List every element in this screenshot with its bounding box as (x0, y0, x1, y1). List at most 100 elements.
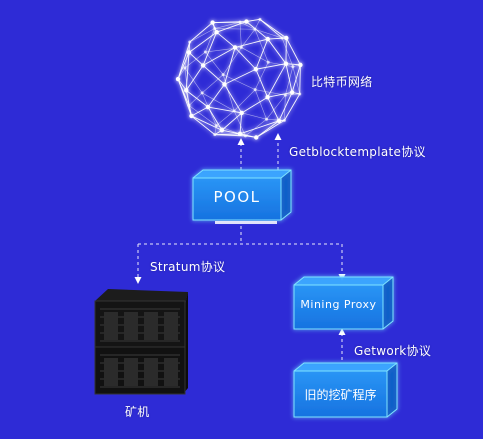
pool-box (192, 169, 292, 221)
globe-edge (221, 129, 241, 135)
globe-node (253, 88, 257, 92)
globe-edge (241, 96, 268, 114)
arrow-down-icon (134, 277, 142, 284)
old-miner-program-box (293, 362, 398, 418)
globe-edge (205, 51, 224, 75)
globe-node (258, 17, 262, 21)
globe-node (243, 134, 247, 138)
globe-edge (233, 89, 256, 112)
globe-edge (267, 97, 280, 122)
globe-edge (245, 119, 267, 137)
globe-node (200, 63, 206, 68)
globe-node (291, 65, 295, 69)
globe-edge (281, 37, 294, 67)
pool-label: POOL (213, 188, 261, 206)
globe-edge (184, 51, 206, 69)
globe-node (265, 36, 270, 42)
globe-edge (239, 112, 243, 134)
pool-box-caption-dots (215, 221, 277, 224)
globe-node (238, 20, 242, 24)
globe-node (187, 104, 191, 108)
globe-edge (214, 21, 241, 29)
globe-edge (233, 110, 246, 136)
globe-edge (254, 28, 283, 39)
getblocktemplate-protocol-label: Getblocktemplate协议 (289, 145, 426, 159)
globe-edge (185, 65, 204, 91)
globe-node (213, 27, 217, 31)
globe-edge (207, 84, 225, 108)
globe-node (239, 110, 244, 116)
globe-edge (268, 61, 293, 67)
globe-edge (285, 63, 301, 66)
globe-edge (216, 110, 235, 126)
globe-node (253, 27, 257, 31)
globe-edge (241, 47, 269, 63)
globe-edge (201, 74, 224, 94)
globe-edge (224, 84, 243, 114)
globe-node (265, 117, 269, 121)
globe-edge (254, 19, 261, 30)
globe-node (282, 118, 286, 122)
globe-edge (201, 92, 235, 112)
globe-edge (234, 47, 257, 70)
globe-node (289, 90, 295, 95)
globe-edge (285, 66, 294, 96)
globe-node (205, 104, 211, 110)
mining-proxy-label: Mining Proxy (300, 298, 377, 311)
miner-label: 矿机 (125, 405, 150, 419)
globe-node (232, 109, 236, 113)
globe-edge (299, 64, 301, 94)
globe-edge (189, 22, 213, 43)
globe-node (222, 82, 227, 87)
arrow-up-icon (237, 138, 245, 145)
globe-edge (214, 28, 255, 30)
globe-node (284, 35, 289, 41)
globe-edge (291, 64, 301, 93)
globe-edge (239, 22, 242, 48)
bitcoin-network-label: 比特币网络 (311, 75, 373, 89)
globe-edge (285, 37, 301, 66)
globe-edge (216, 31, 236, 48)
globe-edge (207, 106, 223, 131)
globe-edge (266, 118, 285, 121)
globe-node (298, 62, 303, 68)
globe-edge (214, 125, 217, 135)
globe-node (232, 45, 238, 50)
globe-edge (222, 74, 235, 111)
globe-node (266, 60, 270, 64)
globe-node (214, 124, 218, 128)
globe-node (184, 88, 189, 93)
globe-edge (188, 105, 217, 126)
globe-edge (285, 63, 293, 93)
globe-node (265, 95, 270, 100)
globe-node (254, 135, 259, 140)
globe-edge (223, 74, 256, 90)
globe-node (283, 61, 289, 66)
globe-edge (224, 68, 257, 85)
globe-edge (191, 115, 223, 131)
globe-node (213, 133, 217, 137)
globe-edge (267, 63, 287, 98)
mining-proxy-box (293, 276, 394, 330)
globe-edge (191, 115, 216, 135)
globe-node (253, 67, 259, 72)
globe-edge (292, 66, 301, 95)
globe-edge (246, 21, 269, 40)
globe-node (221, 73, 225, 77)
globe-edge (254, 89, 267, 120)
globe-node (239, 45, 243, 49)
globe-node (183, 66, 187, 70)
globe-edge (221, 112, 242, 131)
globe-edge (267, 38, 287, 64)
stratum-protocol-label: Stratum协议 (150, 260, 226, 274)
globe-edge (177, 78, 190, 106)
globe-edge (202, 32, 217, 66)
globe-edge (239, 120, 280, 135)
globe-edge (189, 28, 215, 43)
globe-edge (255, 38, 269, 70)
globe-node (175, 76, 181, 82)
globe-edge (191, 106, 209, 117)
globe-node (188, 40, 192, 44)
globe-edge (255, 89, 286, 96)
globe-edge (267, 91, 293, 98)
